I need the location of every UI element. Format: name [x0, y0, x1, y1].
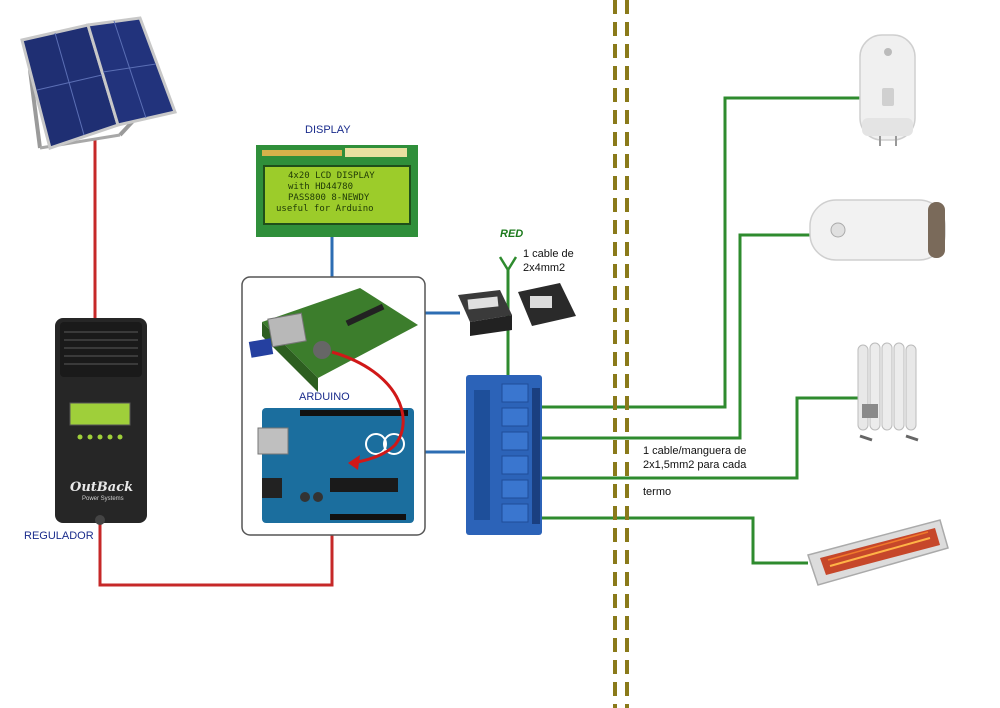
wire-relay-load-3: [540, 396, 858, 480]
horizontal-water-heater-icon: [809, 199, 946, 261]
lcd-line-4: useful for Arduino: [276, 204, 374, 214]
cable-termo-label-line-1: 1 cable/manguera de: [643, 445, 747, 457]
regulator-brand: OutBack: [70, 480, 134, 495]
wire-relay-load-2: [540, 233, 810, 440]
wire-regulator-arduino: [98, 520, 334, 587]
lcd-line-3: PASS800 8-NEWDY: [288, 193, 370, 203]
connection-arrow: [331, 350, 405, 465]
ssr-module-icon: [458, 283, 576, 336]
lcd-display-icon: [256, 145, 418, 237]
antenna-icon: [498, 256, 518, 271]
lcd-line-1: 4x20 LCD DISPLAY: [288, 171, 375, 181]
cable-termo-label-line-3: termo: [643, 486, 672, 498]
lcd-line-2: with HD44780: [288, 182, 354, 192]
regulador-label: REGULADOR: [24, 530, 94, 542]
wire-relay-load-4: [540, 516, 808, 565]
wire-relay-load-1: [540, 96, 865, 409]
infrared-heater-icon: [807, 519, 949, 586]
charge-regulator-icon: [55, 318, 147, 525]
display-label: DISPLAY: [305, 124, 351, 136]
arduino-label: ARDUINO: [299, 391, 350, 403]
arduino-board-icon: [257, 408, 414, 523]
vertical-water-heater-icon: [859, 34, 916, 146]
red-label: RED: [500, 228, 524, 240]
cable-red-label-line-1: 1 cable de: [523, 248, 574, 260]
cable-red-label-line-2: 2x4mm2: [523, 262, 566, 274]
regulator-brand-sub: Power Systems: [82, 496, 124, 502]
cable-termo-label-line-2: 2x1,5mm2 para cada: [643, 459, 747, 471]
solar-panel-icon: [20, 16, 178, 150]
arrow-head-icon: [348, 455, 360, 470]
relay-board-icon: [466, 375, 542, 535]
sd-shield-icon: [248, 288, 418, 392]
oil-radiator-icon: [857, 342, 919, 442]
